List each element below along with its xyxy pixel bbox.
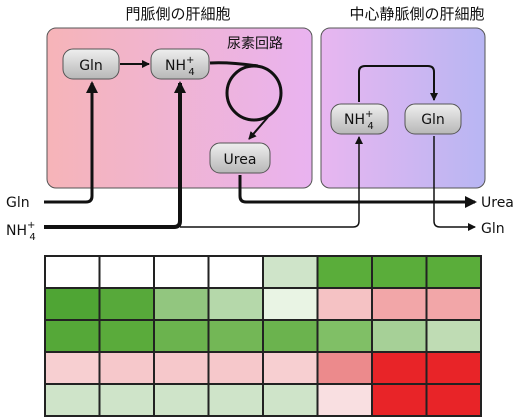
heatmap-cell	[316, 287, 373, 321]
heatmap-cell	[371, 351, 428, 385]
heatmap-cell	[371, 255, 428, 289]
heatmap-cell	[207, 383, 264, 417]
heatmap-cell	[371, 383, 428, 417]
heatmap-cell	[262, 319, 319, 353]
heatmap-cell	[153, 319, 210, 353]
urea-cycle-label: 尿素回路	[227, 36, 283, 52]
input-nh4-label: NH+4	[6, 220, 36, 243]
heatmap-cell	[153, 255, 210, 289]
heatmap-cell	[262, 255, 319, 289]
heatmap-cell	[44, 319, 101, 353]
nh4-to-gln-central-arrow	[358, 65, 438, 102]
heatmap-cell	[262, 287, 319, 321]
heatmap-cell	[262, 351, 319, 385]
heatmap-cell	[371, 287, 428, 321]
heatmap-cell	[425, 319, 482, 353]
heatmap-cell	[207, 255, 264, 289]
heatmap-cell	[425, 255, 482, 289]
expression-heatmap	[44, 255, 482, 417]
heatmap-cell	[316, 383, 373, 417]
input-nh4-to-portal-arrow	[44, 81, 186, 229]
nh4-central-node: NH+4	[330, 103, 389, 135]
input-gln-arrow	[44, 81, 98, 204]
heatmap-cell	[153, 351, 210, 385]
heatmap-cell	[262, 383, 319, 417]
gln-portal-label: Gln	[79, 58, 103, 74]
urea-output-arrow	[238, 175, 477, 208]
gln-central-node: Gln	[404, 103, 462, 135]
heatmap-cell	[98, 255, 155, 289]
heatmap-cell	[316, 255, 373, 289]
heatmap-cell	[153, 287, 210, 321]
gln-output-arrow	[433, 136, 476, 231]
heatmap-cell	[207, 351, 264, 385]
heatmap-cell	[98, 319, 155, 353]
heatmap-cell	[207, 287, 264, 321]
urea-node-label: Urea	[224, 152, 257, 168]
heatmap-cell	[425, 287, 482, 321]
nh4-central-label: NH+4	[344, 109, 374, 132]
gln-portal-node: Gln	[62, 48, 120, 80]
cycle-to-urea-arrow	[248, 116, 269, 140]
output-gln-label: Gln	[481, 221, 505, 237]
heatmap-cell	[98, 383, 155, 417]
nh4-to-cycle-arrow	[209, 61, 259, 68]
heatmap-cell	[44, 351, 101, 385]
nh4-portal-node: NH+4	[150, 48, 210, 80]
urea-node: Urea	[209, 142, 271, 174]
heatmap-cell	[44, 255, 101, 289]
heatmap-cell	[153, 383, 210, 417]
heatmap-cell	[207, 319, 264, 353]
portal-panel-title: 門脈側の肝細胞	[125, 5, 230, 23]
heatmap-cell	[425, 351, 482, 385]
central-hepatocyte-panel	[320, 27, 486, 189]
output-urea-label: Urea	[481, 195, 514, 211]
heatmap-cell	[371, 319, 428, 353]
heatmap-cell	[98, 351, 155, 385]
gln-central-label: Gln	[421, 112, 445, 128]
heatmap-cell	[316, 351, 373, 385]
heatmap-cell	[44, 383, 101, 417]
heatmap-cell	[44, 287, 101, 321]
heatmap-cell	[316, 319, 373, 353]
central-panel-title: 中心静脈側の肝細胞	[349, 5, 484, 23]
nh4-portal-label: NH+4	[165, 55, 195, 78]
input-gln-label: Gln	[6, 195, 30, 211]
heatmap-cell	[98, 287, 155, 321]
input-nh4-to-central-arrow	[180, 136, 363, 228]
heatmap-cell	[425, 383, 482, 417]
